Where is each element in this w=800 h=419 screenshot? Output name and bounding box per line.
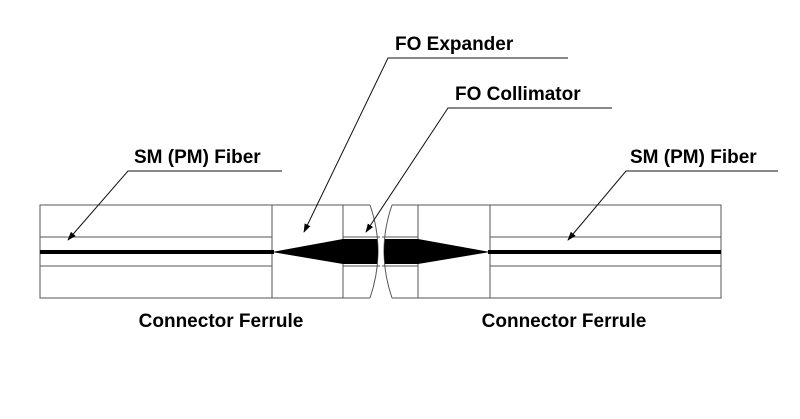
right-connector-ferrule	[488, 204, 722, 299]
sm-fiber-right-label: SM (PM) Fiber	[630, 147, 757, 168]
fo-expander-leader	[303, 57, 568, 233]
left-fo-expander-taper	[272, 239, 343, 264]
left-expander-collimator	[272, 204, 380, 299]
connector-ferrule-left-label: Connector Ferrule	[139, 311, 304, 332]
sm-fiber-right-leader	[567, 170, 778, 241]
connector-ferrule-right-label: Connector Ferrule	[482, 311, 647, 332]
left-fo-collimator-beam	[343, 239, 378, 264]
sm-fiber-left-label: SM (PM) Fiber	[134, 147, 261, 168]
callout-leaders	[67, 57, 778, 241]
right-fo-expander-taper	[418, 239, 490, 264]
fo-collimator-label: FO Collimator	[455, 84, 581, 105]
fo-expander-label: FO Expander	[395, 34, 514, 55]
fo-collimator-leader	[365, 107, 612, 233]
left-connector-ferrule	[39, 204, 274, 299]
right-fo-collimator-beam	[384, 239, 418, 264]
right-expander-collimator	[382, 204, 490, 299]
sm-fiber-left-leader	[67, 170, 282, 241]
